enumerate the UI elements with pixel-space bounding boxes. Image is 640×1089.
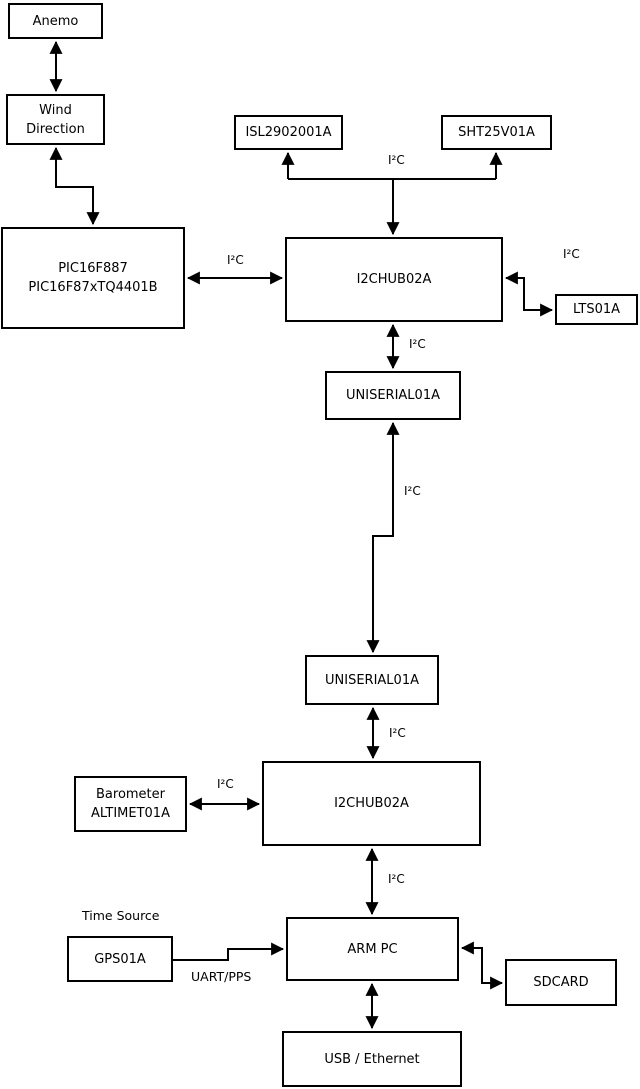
node-usb-ethernet: USB / Ethernet bbox=[282, 1031, 462, 1087]
node-i2chub-upper: I2CHUB02A bbox=[285, 237, 503, 322]
i2c-label-hub2-armpc: I²C bbox=[388, 872, 405, 886]
node-lts01a-label: LTS01A bbox=[572, 302, 621, 317]
connector-armpc-sdcard bbox=[460, 941, 504, 990]
node-sdcard-label: SDCARD bbox=[533, 975, 589, 990]
i2c-label-hub-uniserial: I²C bbox=[409, 337, 426, 351]
i2c-label-uniserial-link: I²C bbox=[404, 484, 421, 498]
i2c-label-hub-lts: I²C bbox=[563, 247, 580, 261]
node-anemo-label: Anemo bbox=[32, 13, 79, 29]
i2c-label-pic-hub: I²C bbox=[227, 253, 244, 267]
connector-uniserial-upper-uniserial-lower bbox=[366, 421, 400, 654]
node-anemo: Anemo bbox=[8, 3, 103, 39]
node-isl2902001a-label: ISL2902001A bbox=[245, 125, 332, 140]
node-pic-label-line2: PIC16F87xTQ4401B bbox=[28, 280, 158, 295]
i2c-label-top-split: I²C bbox=[388, 153, 405, 167]
node-barometer-label-line2: ALTIMET01A bbox=[91, 806, 170, 821]
node-sht25v01a-label: SHT25V01A bbox=[458, 125, 535, 140]
node-uniserial-upper-label: UNISERIAL01A bbox=[346, 388, 440, 403]
node-i2chub-upper-label: I2CHUB02A bbox=[356, 272, 432, 287]
node-pic-label-line1: PIC16F887 bbox=[58, 261, 128, 276]
uart-pps-label: UART/PPS bbox=[191, 969, 252, 984]
node-arm-pc: ARM PC bbox=[286, 917, 459, 981]
node-uniserial-lower-label: UNISERIAL01A bbox=[325, 672, 419, 688]
node-wind-direction-label-line1: Wind bbox=[39, 102, 72, 118]
connector-i2chub-upper-lts bbox=[504, 271, 554, 317]
node-isl2902001a: ISL2902001A bbox=[234, 115, 343, 150]
node-gps01a: GPS01A bbox=[67, 936, 173, 982]
node-lts01a: LTS01A bbox=[555, 294, 638, 325]
node-gps01a-label: GPS01A bbox=[94, 951, 146, 967]
node-barometer-label-line1: Barometer bbox=[96, 787, 165, 802]
node-sdcard: SDCARD bbox=[505, 959, 617, 1006]
node-i2chub-lower: I2CHUB02A bbox=[262, 761, 481, 846]
node-wind-direction: Wind Direction bbox=[6, 94, 105, 145]
node-wind-direction-label-line2: Direction bbox=[26, 121, 85, 137]
node-usb-ethernet-label: USB / Ethernet bbox=[324, 1051, 420, 1067]
node-arm-pc-label: ARM PC bbox=[347, 941, 398, 957]
connector-gps-armpc bbox=[173, 942, 285, 961]
i2c-label-barometer-hub2: I²C bbox=[217, 777, 234, 791]
node-pic-microcontroller: PIC16F887 PIC16F87xTQ4401B bbox=[1, 227, 185, 329]
node-i2chub-lower-label: I2CHUB02A bbox=[334, 796, 409, 811]
node-uniserial-lower: UNISERIAL01A bbox=[305, 655, 439, 705]
node-barometer: Barometer ALTIMET01A bbox=[74, 776, 187, 832]
i2c-label-uniserial-hub2: I²C bbox=[389, 726, 406, 740]
time-source-label: Time Source bbox=[82, 908, 160, 923]
connector-wind-pic bbox=[49, 146, 100, 226]
node-uniserial-upper: UNISERIAL01A bbox=[325, 371, 461, 420]
node-sht25v01a: SHT25V01A bbox=[441, 115, 552, 150]
